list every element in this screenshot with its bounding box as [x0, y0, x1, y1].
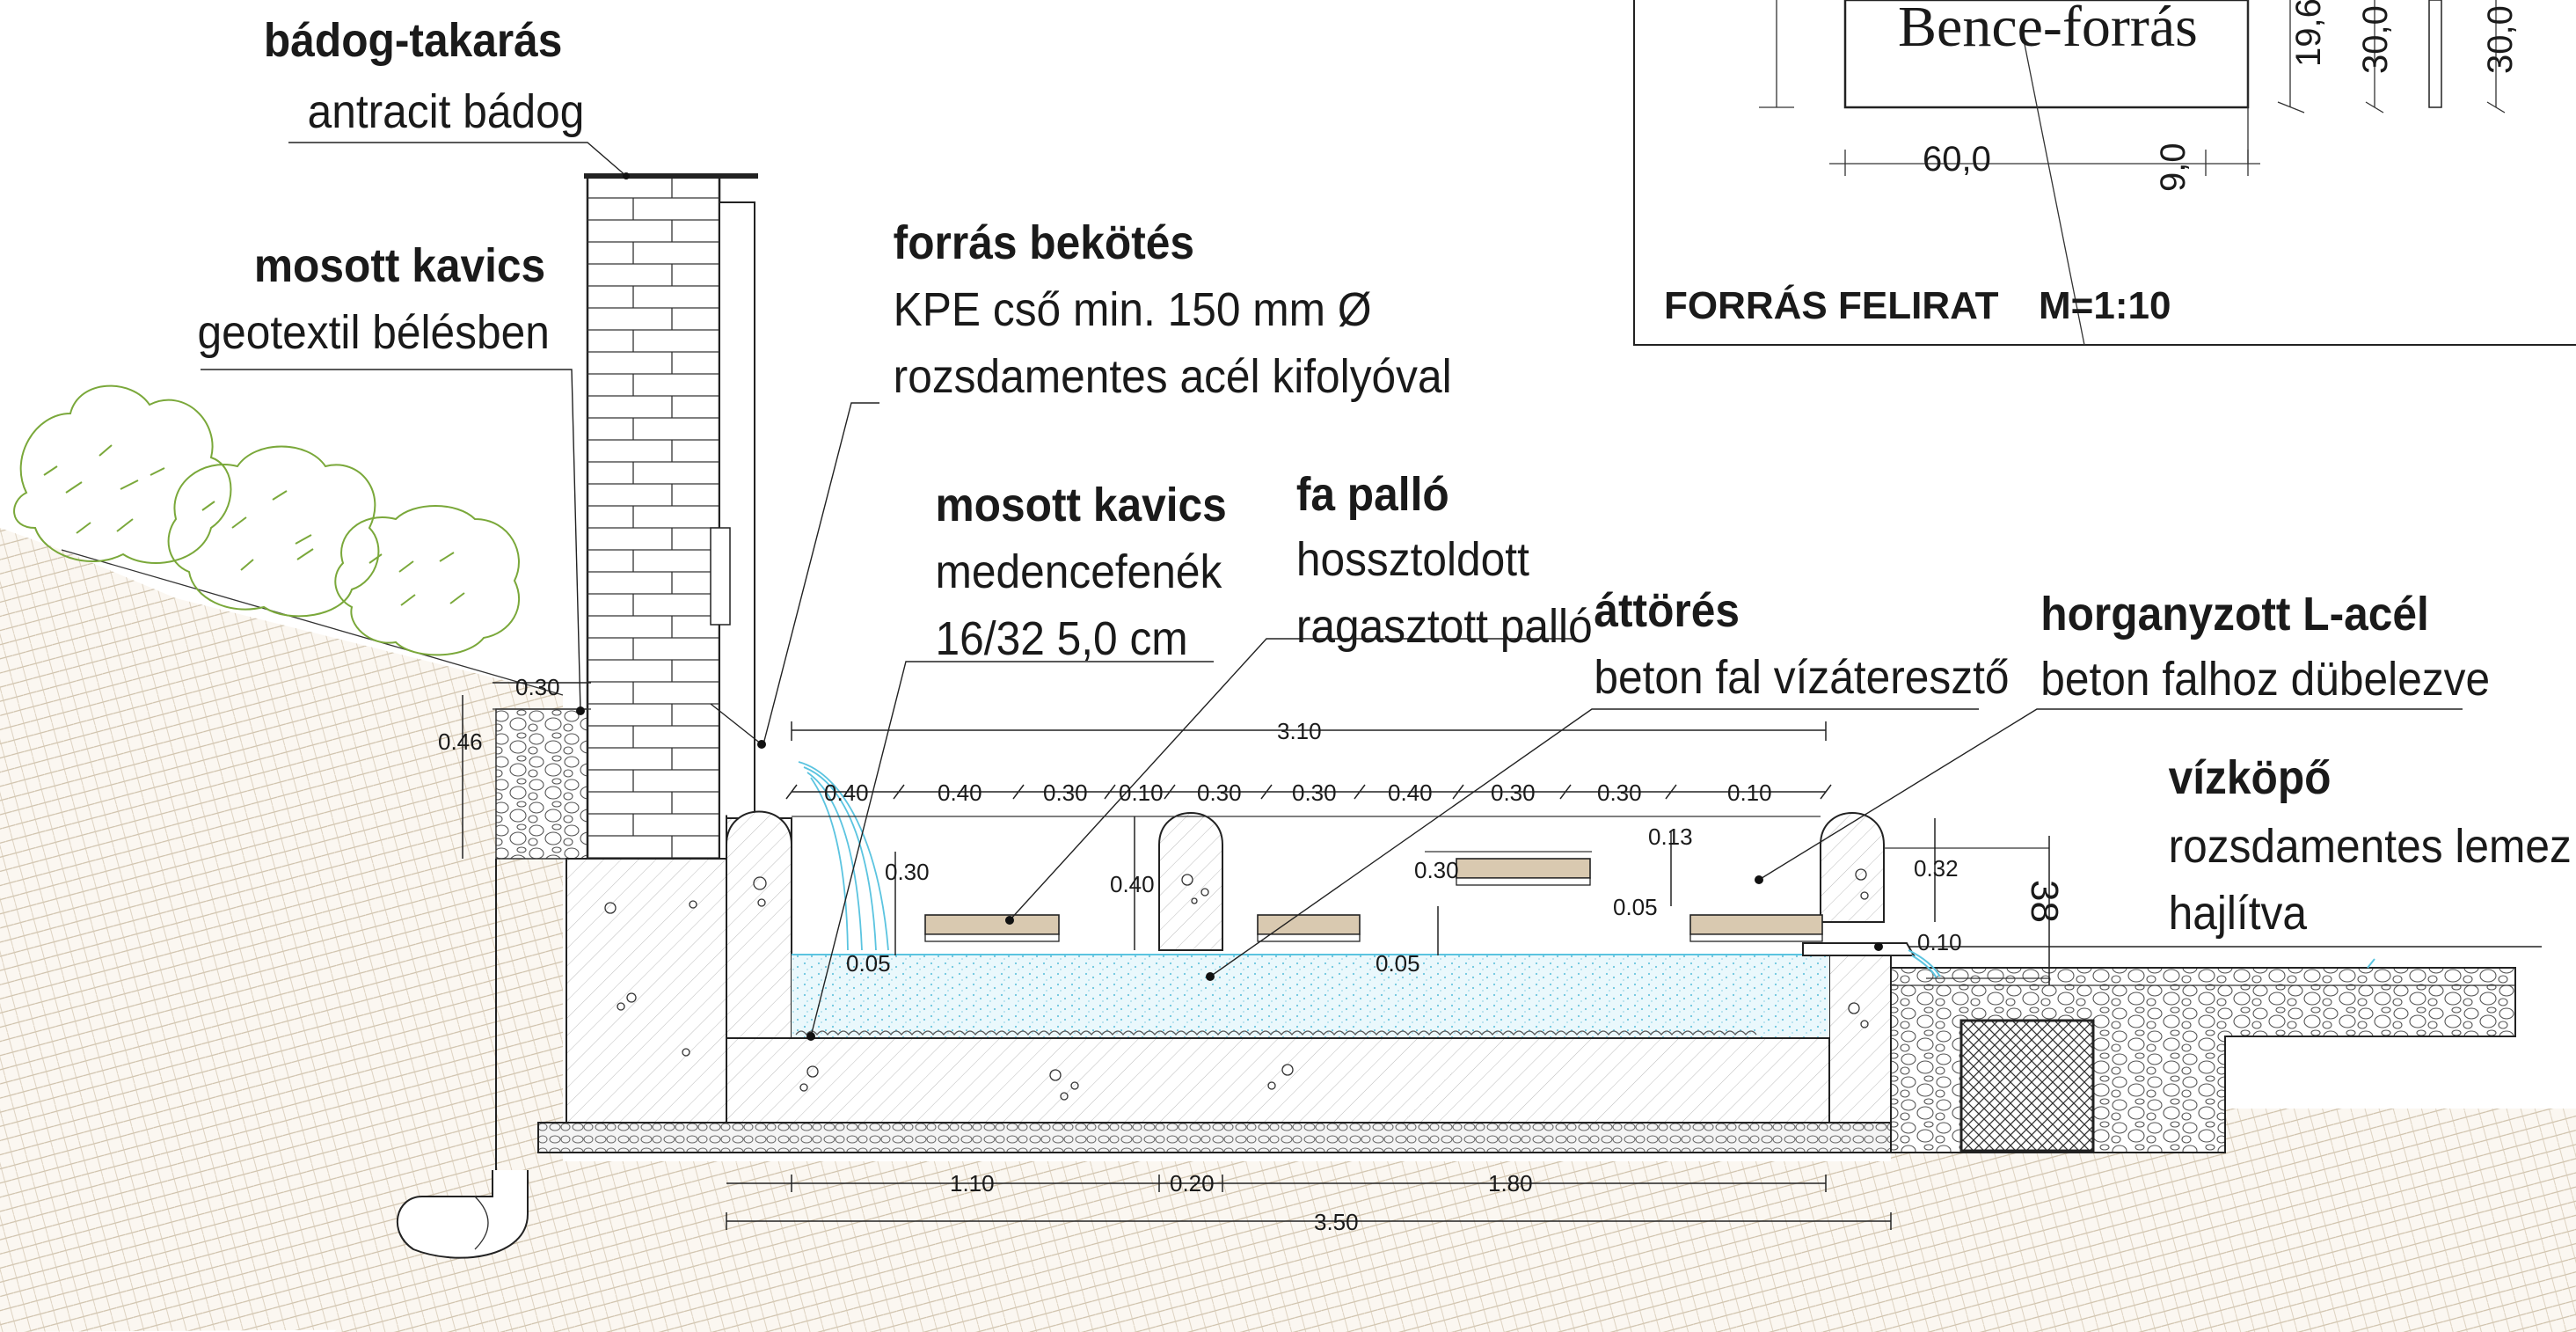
inset-dim-30a: 30,0: [2356, 5, 2395, 74]
dim-013: 0.13: [1648, 823, 1693, 850]
dim-bottom-180: 1.80: [1488, 1170, 1533, 1197]
lacel-sub: beton falhoz dübelezve: [2040, 652, 2490, 705]
foundation-left: [566, 858, 727, 1123]
dim-wall-046: 0.46: [438, 728, 483, 755]
kavics2-sub2: 16/32 5,0 cm: [936, 611, 1188, 664]
dim-bottom-total: 3.50: [1314, 1209, 1359, 1235]
dim-top-segment-label: 0.30: [1491, 779, 1536, 806]
kavics2-title: mosott kavics: [936, 478, 1227, 531]
dim-top-segment-label: 0.40: [824, 779, 869, 806]
dim-tick: [1452, 784, 1464, 800]
water-gravel: [792, 955, 1829, 1038]
dim-032: 0.32: [1914, 855, 1959, 882]
dim-040: 0.40: [1110, 871, 1155, 897]
dim-010: 0.10: [1917, 929, 1962, 955]
attores-title: áttörés: [1594, 583, 1740, 636]
inset-title: FORRÁS FELIRAT: [1664, 283, 1999, 327]
kavics1-sub: geotextil bélésben: [197, 305, 549, 358]
leader-dots: [576, 172, 1883, 1041]
soil-ground: [0, 528, 563, 1332]
attores-sub: beton fal vízáteresztő: [1594, 650, 2009, 703]
dim-tick: [1559, 784, 1572, 800]
kavics2-sub1: medencefenék: [936, 545, 1223, 597]
forras-sub2: rozsdamentes acél kifolyóval: [894, 349, 1452, 402]
drain-pipe: [397, 1170, 529, 1259]
kavics1-title: mosott kavics: [254, 238, 545, 291]
dim-005a: 0.05: [846, 950, 891, 977]
leader-lines: [201, 142, 2542, 1037]
pebble-row: [795, 1030, 1757, 1036]
dim-top-segments: 0.40 0.40 0.30 0.10 0.30 0.30 0.40 0.30 0.30 0.10: [824, 779, 1772, 806]
dim-005c: 0.05: [1613, 894, 1658, 920]
dim-030b: 0.30: [1414, 857, 1459, 883]
dim-tick: [1164, 784, 1176, 800]
dim-top-segment-label: 0.40: [1388, 779, 1433, 806]
lacel-title: horganyzott L-acél: [2040, 587, 2429, 640]
dim-top-segment-label: 0.30: [1597, 779, 1642, 806]
spout-plate: [1802, 942, 1916, 956]
inset-dim-19: 19,6: [2289, 0, 2328, 67]
dim-tick: [1104, 784, 1116, 800]
dim-top-segment-label: 0.30: [1043, 779, 1088, 806]
vegetation-shrubs: [13, 384, 520, 656]
gravel-bed: [537, 1122, 1894, 1153]
dim-top-segment-label: 0.30: [1197, 779, 1242, 806]
dim-tick: [1354, 784, 1366, 800]
inset-sign-text: Bence-forrás: [1898, 0, 2198, 59]
brick-column: [586, 174, 755, 860]
level-lines: [493, 708, 2049, 979]
inset-dim-9: 9,0: [2154, 143, 2193, 192]
inset-scale: M=1:10: [2039, 284, 2171, 327]
timber-planks: [924, 858, 1823, 942]
gravel-backfill: [495, 708, 592, 860]
fapallo-sub1: hossztoldott: [1296, 532, 1530, 585]
dim-top-segment-label: 0.10: [1119, 779, 1164, 806]
dim-bottom-110: 1.10: [950, 1170, 995, 1197]
dim-tick: [785, 784, 798, 800]
concrete-aggregate: [604, 868, 1869, 1101]
inset-sign-detail: [1633, 0, 2576, 346]
dimension-lines: [462, 682, 2050, 1230]
dim-38: 38: [2023, 880, 2066, 923]
fapallo-title: fa palló: [1296, 467, 1449, 520]
dim-tick: [1260, 784, 1273, 800]
dim-top-segment-label: 0.10: [1727, 779, 1772, 806]
forras-sub1: KPE cső min. 150 mm Ø: [894, 282, 1372, 335]
dimension-ticks: [785, 784, 1832, 800]
fapallo-sub2: ragasztott palló: [1296, 599, 1593, 652]
dim-tick: [1820, 784, 1832, 800]
dim-top-segment-label: 0.40: [938, 779, 982, 806]
left-wall-arch: [726, 810, 792, 1039]
vizkopo-sub1: rozsdamentes lemez: [2169, 819, 2572, 872]
spout-water: [1908, 949, 1941, 979]
dim-top-total: 3.10: [1277, 718, 1322, 744]
badog-title: bádog-takarás: [264, 13, 563, 66]
middle-pier: [1158, 812, 1223, 951]
dim-wall-030: 0.30: [515, 674, 560, 700]
vizkopo-sub2: hajlítva: [2169, 886, 2308, 939]
dim-tick: [1012, 784, 1025, 800]
vizkopo-title: vízköpő: [2169, 750, 2332, 803]
inlet-stream: [798, 761, 889, 951]
slope-line: [61, 549, 564, 696]
dim-005b: 0.05: [1376, 950, 1420, 977]
drain-grate: [1959, 1019, 2095, 1153]
soil-ground-right: [1891, 1109, 2576, 1332]
dim-030a: 0.30: [885, 859, 930, 885]
dim-bottom-020: 0.20: [1170, 1170, 1215, 1197]
dim-top-segment-label: 0.30: [1292, 779, 1337, 806]
inset-dim-60: 60,0: [1923, 140, 1991, 179]
dim-tick: [893, 784, 905, 800]
badog-sub: antracit bádog: [308, 84, 585, 137]
forras-title: forrás bekötés: [894, 216, 1194, 268]
dim-tick: [1665, 784, 1677, 800]
inset-dim-30b: 30,0: [2481, 5, 2520, 74]
